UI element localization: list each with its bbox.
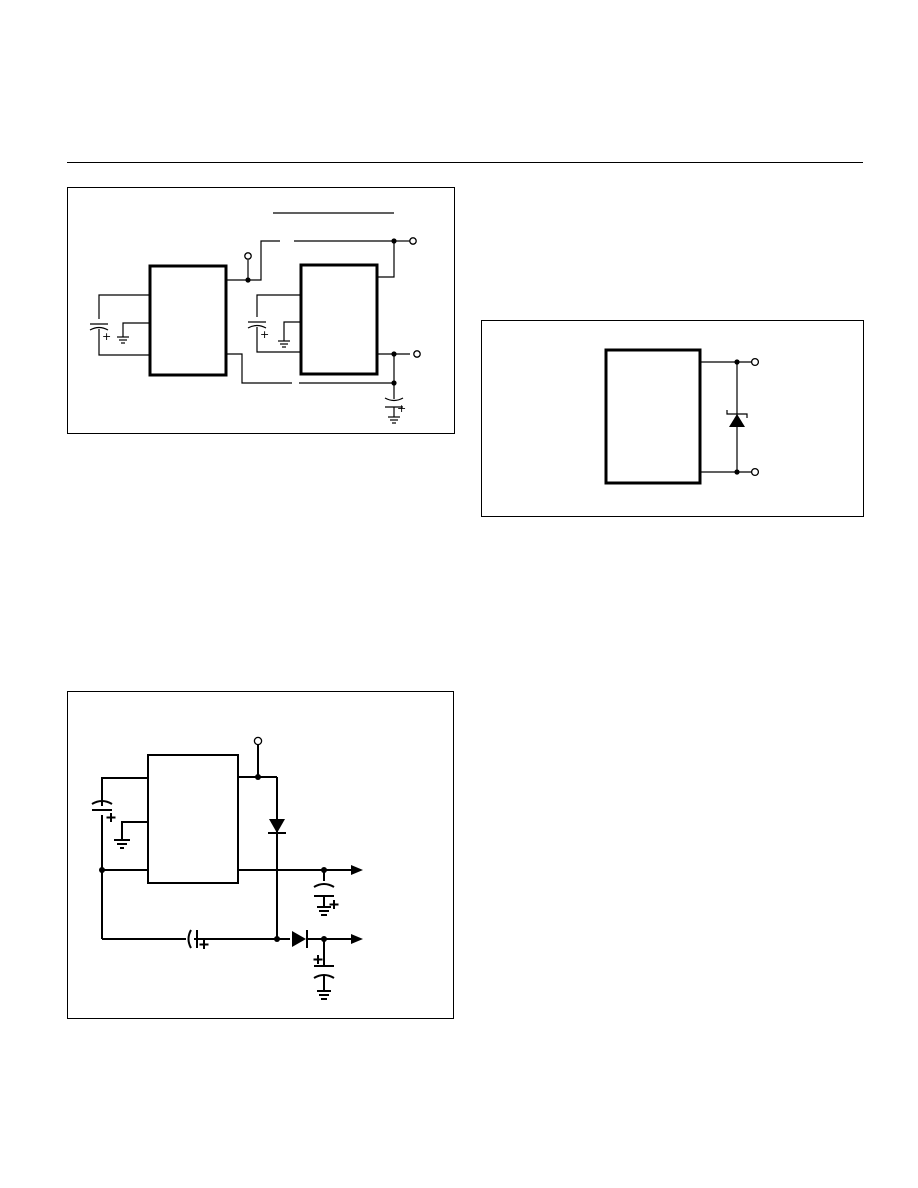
ground-symbol xyxy=(114,821,148,849)
ic-block xyxy=(147,754,239,884)
zener-diode xyxy=(726,410,748,427)
svg-text:+: + xyxy=(260,328,269,341)
ground-symbol-left xyxy=(117,322,150,344)
figure-zener-clamp xyxy=(481,320,864,517)
input-capacitor-left: + xyxy=(89,294,150,356)
diode-horizontal xyxy=(292,930,308,948)
input-terminal xyxy=(253,736,263,777)
output-arrows xyxy=(351,865,363,944)
figure-dual-regulator: + xyxy=(67,187,455,434)
ic-block xyxy=(604,348,702,485)
output-terminals xyxy=(409,237,421,358)
output-capacitor-positive xyxy=(313,870,339,916)
svg-text:+: + xyxy=(102,330,111,343)
header-rule xyxy=(67,162,863,163)
output-terminals xyxy=(750,357,760,477)
junction-dots xyxy=(99,774,327,942)
input-terminal-top xyxy=(244,252,252,260)
ic-block-right xyxy=(299,263,379,376)
junction-dots xyxy=(245,238,397,386)
junction-dots xyxy=(734,359,740,475)
diode-vertical xyxy=(268,819,286,834)
output-capacitor-negative xyxy=(313,939,335,1000)
output-capacitor: + xyxy=(384,397,406,424)
figure-charge-pump xyxy=(67,691,454,1019)
pump-capacitor xyxy=(187,929,209,949)
clamp-wiring xyxy=(700,361,752,473)
input-capacitor xyxy=(91,800,116,822)
input-capacitor-right: + xyxy=(247,294,301,353)
ground-symbol-right xyxy=(278,321,301,348)
supply-wiring xyxy=(101,776,351,940)
svg-text:+: + xyxy=(397,402,406,415)
ic-block-left xyxy=(148,264,228,377)
